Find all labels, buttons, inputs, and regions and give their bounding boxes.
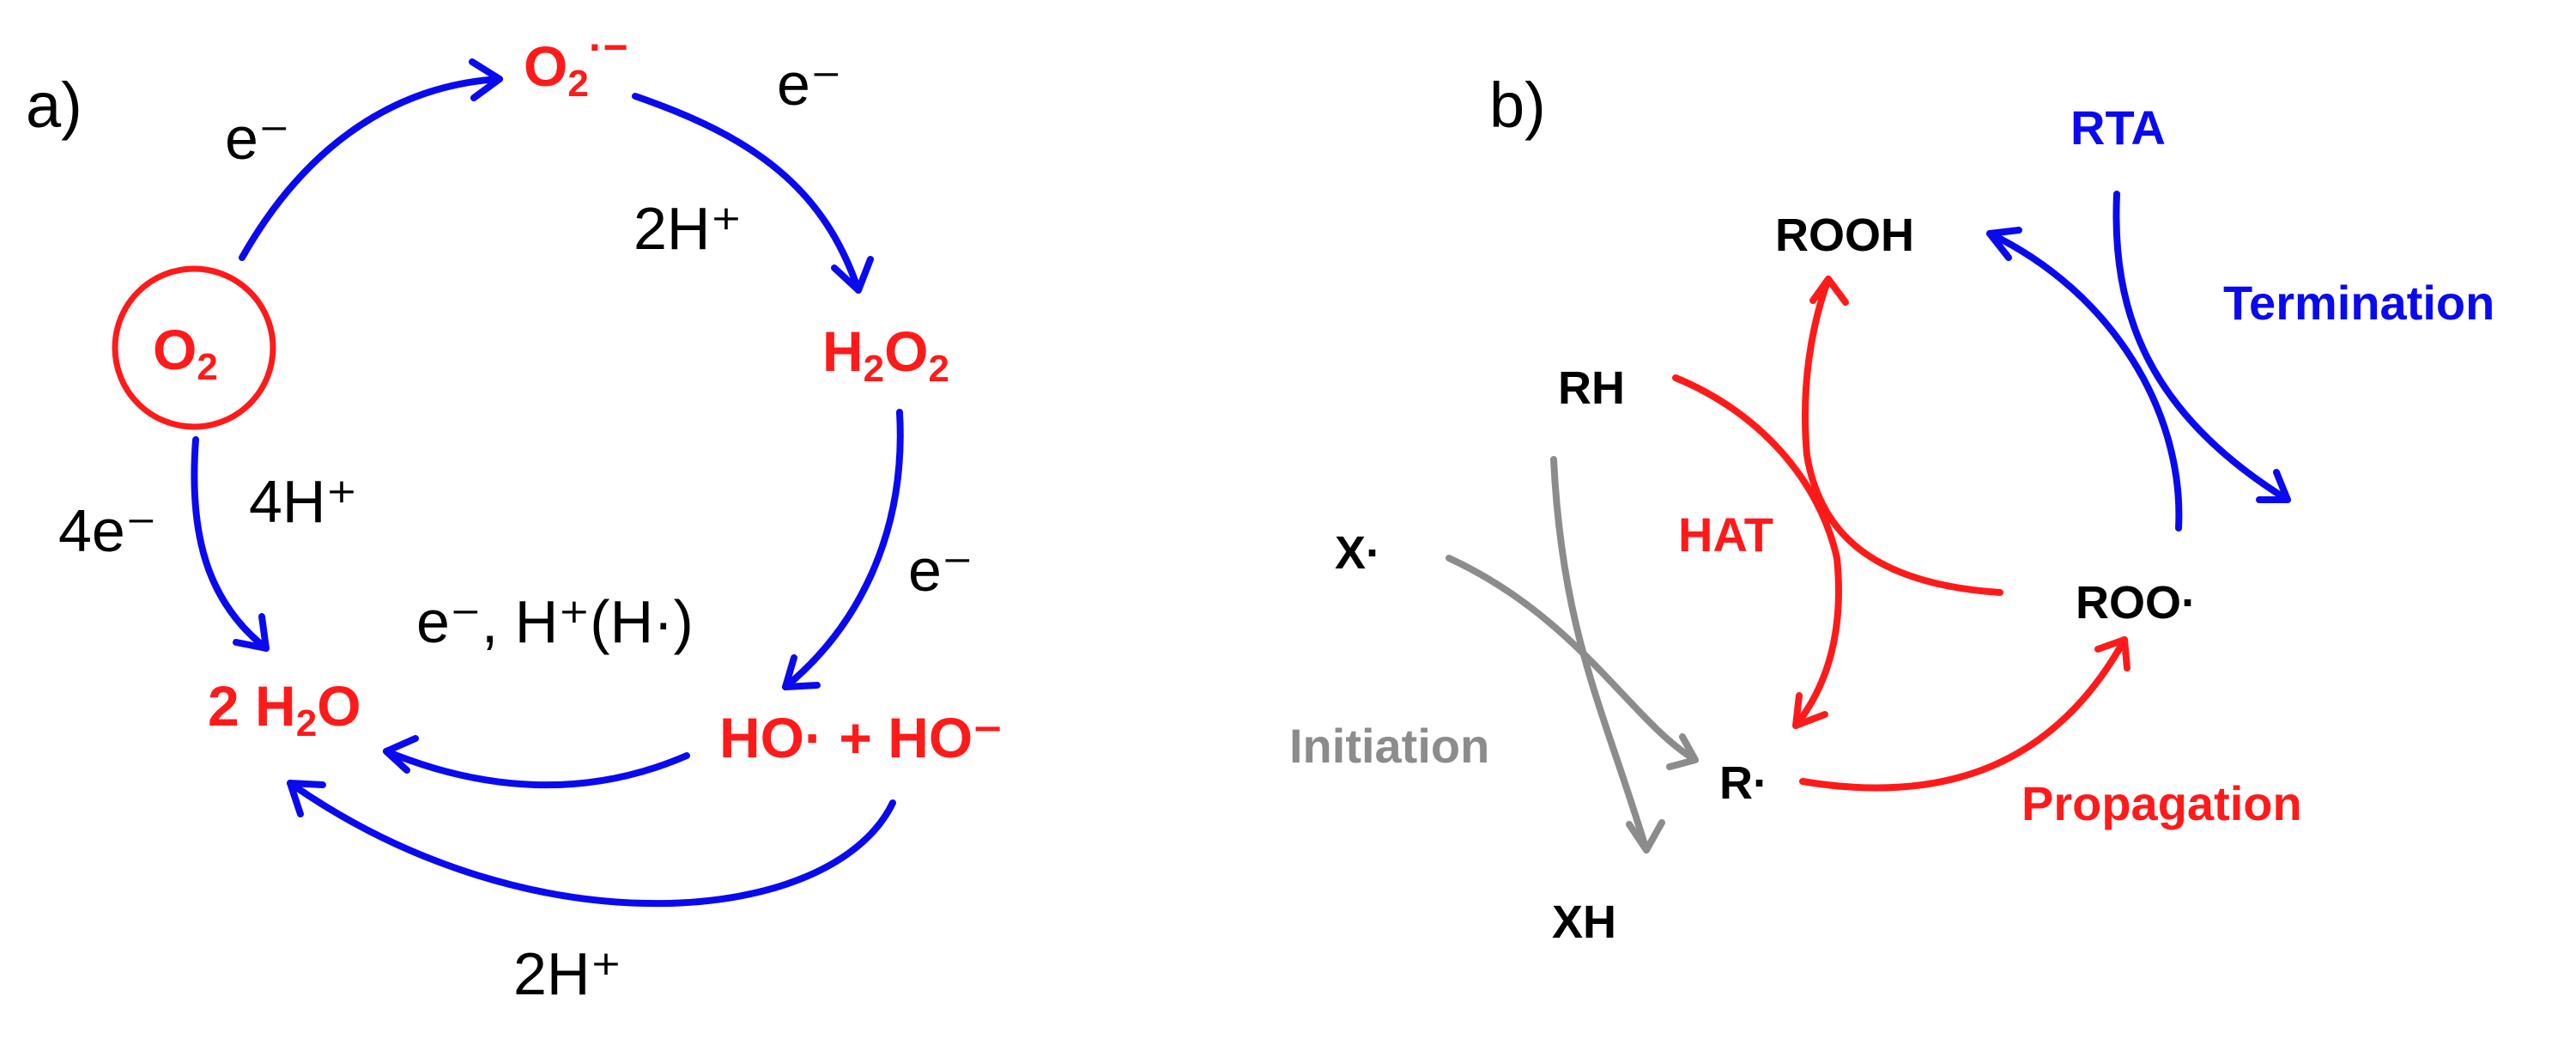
label-e-top-left: e⁻ <box>225 105 290 172</box>
label-rta: RTA <box>2070 100 2166 155</box>
arrowhead-superoxide-to-h2o2 <box>831 256 874 294</box>
label-4e: 4e⁻ <box>58 497 157 564</box>
species-r-radical: R· <box>1719 757 1768 809</box>
species-h2o2: H2O2 <box>822 319 949 390</box>
label-2h-top: 2H⁺ <box>633 195 742 262</box>
panel-b-label: b) <box>1489 70 1546 141</box>
arrow-x-to-r <box>1446 555 1699 763</box>
label-e-top-right: e⁻ <box>777 51 842 118</box>
species-xh: XH <box>1552 896 1616 948</box>
arrowhead-roo-to-rooh-termination <box>1986 227 2022 261</box>
species-water: 2 H2O <box>208 674 361 744</box>
arrowhead-o2-to-superoxide <box>469 58 503 101</box>
arrow-rta-termination <box>2112 191 2291 503</box>
arrow-superoxide-to-h2o2 <box>632 93 862 294</box>
label-4h: 4H⁺ <box>249 468 357 535</box>
o2-circle <box>112 265 276 430</box>
panel-a: a) O2 O2·− H2O2 HO· + <box>26 23 1003 1007</box>
panel-b: b) ROOH RH X· ROO· R· XH <box>1289 70 2494 948</box>
panel-a-label: a) <box>26 70 82 141</box>
arrow-rh-to-xh <box>1550 456 1650 854</box>
arrow-rh-hat <box>1672 374 1842 729</box>
arrowhead-r-to-roo <box>2094 636 2131 671</box>
label-hat: HAT <box>1678 507 1773 562</box>
arrowhead-o2-to-water <box>233 613 270 652</box>
arrowhead-h2o2-to-hydroxyl <box>782 654 821 690</box>
arrow-o2-to-water <box>191 436 270 652</box>
arrowhead-rta-termination <box>2256 469 2291 503</box>
species-rooh: ROOH <box>1775 210 1914 261</box>
species-superoxide: O2·− <box>524 23 628 105</box>
arrowhead-hydroxide-to-water-lower <box>287 780 326 817</box>
label-termination: Termination <box>2223 276 2494 330</box>
arrow-h2o2-to-hydroxyl <box>782 409 904 690</box>
arrow-hydroxyl-to-water-upper <box>383 748 690 789</box>
arrow-hydroxide-to-water-lower <box>287 780 896 908</box>
label-2h-bottom: 2H⁺ <box>513 940 621 1007</box>
species-roo-radical: ROO· <box>2076 577 2197 629</box>
label-e-right: e⁻ <box>908 537 973 604</box>
species-o2: O2 <box>153 318 218 388</box>
arrowhead-x-to-r <box>1666 733 1699 770</box>
arrowhead-roo-to-rooh <box>1809 276 1849 306</box>
arrow-roo-to-rooh <box>1801 276 2003 596</box>
species-rh: RH <box>1558 362 1625 414</box>
arrowhead-hydroxyl-to-water-upper <box>383 735 419 774</box>
species-hydroxyl: HO· + HO⁻ <box>719 706 1003 769</box>
label-propagation: Propagation <box>2021 776 2302 830</box>
label-e-h-middle: e⁻, H⁺(H·) <box>416 588 694 655</box>
arrowhead-rh-to-xh <box>1626 819 1665 854</box>
label-initiation: Initiation <box>1289 719 1489 773</box>
propagation-arrows <box>1672 276 2131 792</box>
arrow-r-to-roo <box>1799 636 2128 792</box>
panel-a-arrows <box>191 58 904 908</box>
termination-arrows <box>1986 191 2291 532</box>
arrowhead-rh-hat <box>1792 692 1828 729</box>
arrow-o2-to-superoxide <box>239 76 503 261</box>
initiation-arrows <box>1446 456 1699 854</box>
arrow-roo-to-rooh-termination <box>1986 230 2183 532</box>
species-x-radical: X· <box>1335 527 1381 579</box>
